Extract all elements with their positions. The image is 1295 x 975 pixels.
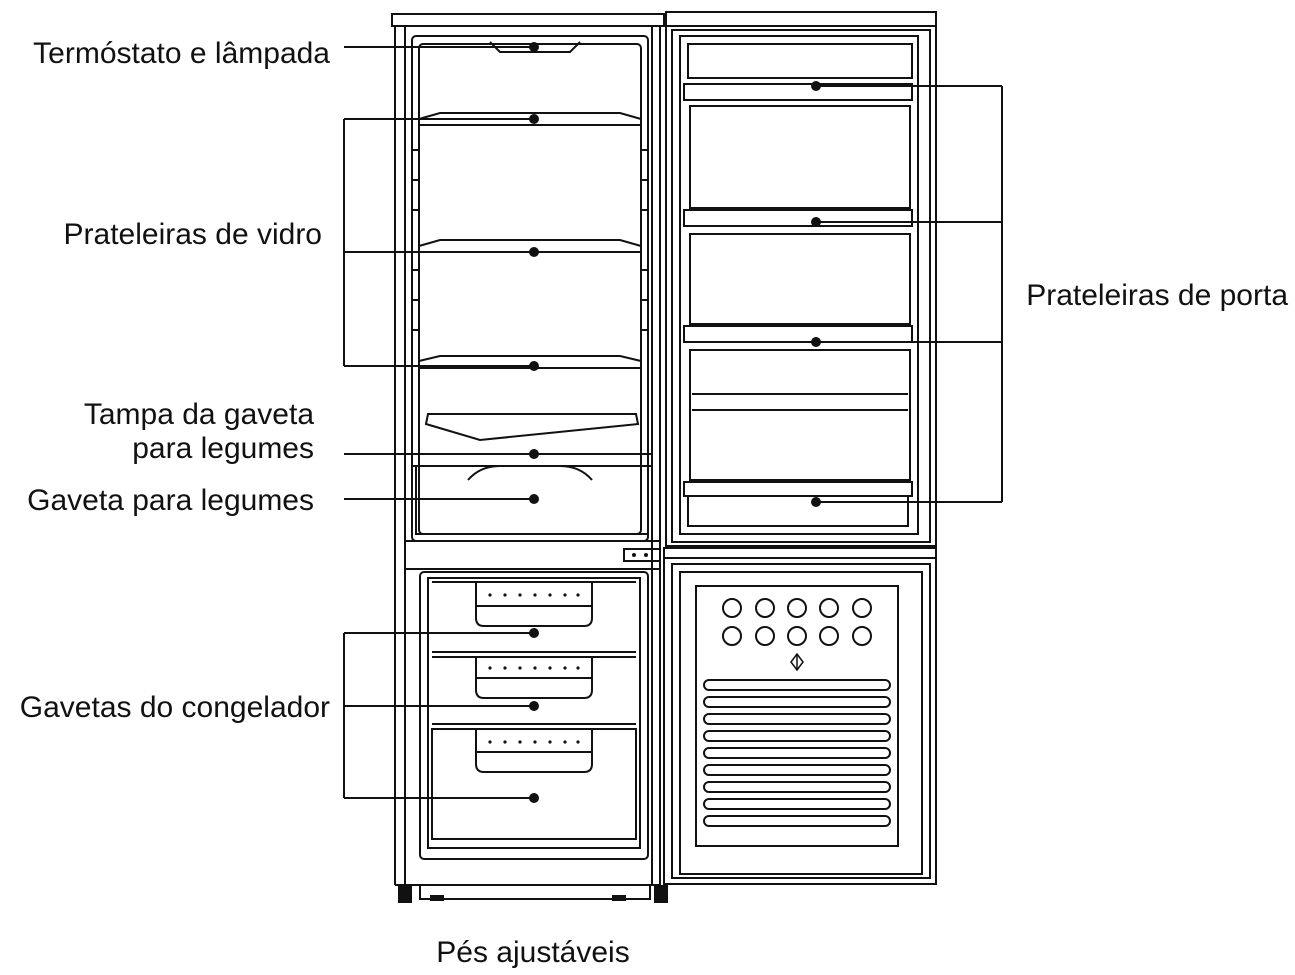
adjustable-feet-shapes (398, 885, 668, 903)
freezer-drawer-dots (488, 593, 580, 744)
leader-dots (529, 42, 821, 803)
label-door-shelves: Prateleiras de porta (1026, 279, 1288, 312)
label-crisper-drawer: Gaveta para legumes (27, 484, 314, 517)
label-crisper-cover-line1: Tampa da gaveta (84, 398, 314, 431)
fridge-cabinet (391, 13, 665, 900)
freezer-door (663, 547, 937, 885)
control-panel-dots (632, 553, 648, 557)
label-adjustable-feet: Pés ajustáveis (436, 936, 629, 969)
label-freezer-drawers: Gavetas do congelador (20, 691, 330, 724)
label-crisper-cover-line2: para legumes (132, 432, 314, 465)
fridge-door (623, 11, 937, 562)
label-glass-shelves: Prateleiras de vidro (64, 218, 322, 251)
leader-lines (343, 46, 1003, 799)
label-thermostat-lamp: Termóstato e lâmpada (33, 37, 330, 70)
